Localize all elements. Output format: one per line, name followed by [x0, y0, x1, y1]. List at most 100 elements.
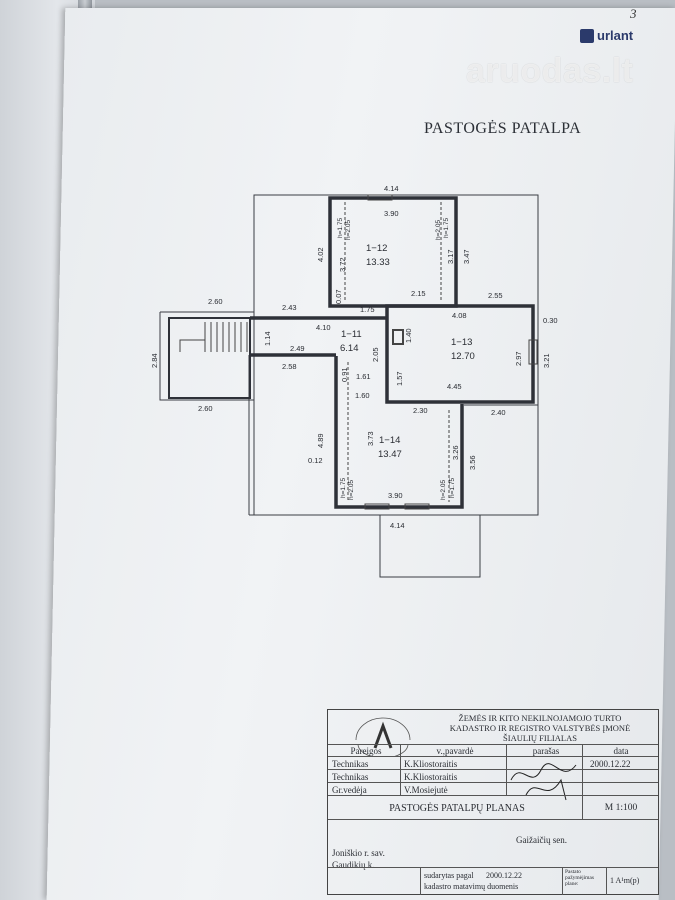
- height-mark: h=1.75: [449, 478, 456, 498]
- dim: 1.40: [404, 328, 413, 343]
- row-date: 2000.12.22: [590, 758, 631, 769]
- dim: 1.61: [356, 372, 371, 381]
- room-1-13-id: 1−13: [451, 337, 472, 348]
- footer-row: sudarytas pagal 2000.12.22 kadastro mata…: [328, 867, 658, 895]
- dim: 1.57: [395, 371, 404, 386]
- dim: 1.75: [360, 305, 375, 314]
- row-name: K.Kliostoraitis: [404, 758, 458, 769]
- org-line-1: ŽEMĖS IR KITO NEKILNOJAMOJO TURTO: [458, 713, 622, 723]
- dim: 3.73: [366, 431, 375, 446]
- height-mark: h=2.05: [435, 220, 442, 240]
- page-number: 3: [630, 6, 637, 21]
- header-signature: parašas: [532, 746, 560, 756]
- signatory-row: Gr.vedėja V.Mosiejutė: [328, 782, 658, 796]
- dim: 0.30: [543, 316, 558, 325]
- room-1-13-area: 12.70: [451, 351, 475, 362]
- header-duties: Pareigos: [350, 746, 382, 756]
- dim: 3.21: [542, 353, 551, 368]
- dim: 2.60: [198, 404, 213, 413]
- watermark: aruodas.lt: [466, 52, 634, 90]
- dim: 2.30: [413, 406, 428, 415]
- registry-seal-icon: [355, 717, 411, 756]
- signature-scribble: [510, 763, 577, 801]
- plan-heading: PASTOGĖS PATALPA: [424, 120, 582, 137]
- brand-logo-text: urlant: [597, 28, 634, 43]
- dim: 4.10: [316, 323, 331, 332]
- header-row: Pareigos v.,pavardė parašas data: [328, 744, 658, 757]
- room-1-13-walls: [385, 304, 535, 404]
- dim: 2.40: [491, 408, 506, 417]
- dim: 2.49: [290, 344, 305, 353]
- org-line-3: ŠIAULIŲ FILIALAS: [503, 733, 577, 743]
- house-icon: [580, 28, 594, 43]
- room-1-14-id: 1−14: [379, 435, 400, 446]
- room-1-14-walls: [334, 356, 464, 509]
- title-block: ŽEMĖS IR KITO NEKILNOJAMOJO TURTO KADAST…: [327, 709, 659, 895]
- dim: 0.07: [334, 289, 343, 304]
- dim: 1.14: [263, 331, 272, 346]
- plan-title: PASTOGĖS PATALPŲ PLANAS: [389, 802, 525, 814]
- dim: 2.84: [150, 353, 159, 368]
- row-name: V.Mosiejutė: [404, 784, 448, 795]
- stairwell-walls: [168, 317, 251, 399]
- dim: 4.89: [316, 433, 325, 448]
- dim: 3.47: [462, 249, 471, 264]
- row-duty: Technikas: [332, 758, 369, 769]
- prepared-label: sudarytas pagal: [424, 871, 474, 880]
- dim: 2.15: [411, 289, 426, 298]
- district: Joniškio r. sav.: [332, 848, 385, 858]
- header-name: v.,pavardė: [436, 746, 474, 756]
- village: Gaudikių k.: [332, 860, 375, 870]
- scale: M 1:100: [604, 803, 638, 813]
- room-1-11-area: 6.14: [340, 343, 359, 354]
- plan-title-row: PASTOGĖS PATALPŲ PLANAS M 1:100: [328, 795, 658, 820]
- dim: 2.55: [488, 291, 503, 300]
- dim: 2.43: [282, 303, 297, 312]
- dim: 4.08: [452, 311, 467, 320]
- height-mark: h=2.05: [348, 480, 355, 500]
- dim: 3.72: [338, 257, 347, 272]
- row-name: K.Kliostoraitis: [404, 771, 458, 782]
- prepared-label-2: kadastro matavimų duomenis: [424, 882, 519, 891]
- row-duty: Technikas: [332, 771, 369, 782]
- room-1-14-area: 13.47: [378, 449, 402, 460]
- row-duty: Gr.vedėja: [332, 784, 367, 795]
- mark-label: Pastato pažymėjimas plane:: [565, 869, 595, 887]
- dim: 2.05: [371, 347, 380, 362]
- dim: 0.12: [308, 456, 323, 465]
- dim: 2.60: [208, 297, 223, 306]
- room-1-12-area: 13.33: [366, 257, 390, 268]
- dim-top-inner: 3.90: [384, 209, 399, 218]
- dim: 1.60: [355, 391, 370, 400]
- dim: 3.56: [468, 455, 477, 470]
- org-line-2: KADASTRO IR REGISTRO VALSTYBĖS ĮMONĖ: [449, 723, 631, 733]
- dim: 2.58: [282, 362, 297, 371]
- dim: 4.45: [447, 382, 462, 391]
- dim-top-outer: 4.14: [384, 184, 399, 193]
- mark-value: 1 A¹m(p): [610, 876, 640, 885]
- height-mark: h=2.05: [345, 220, 352, 240]
- dim: 3.90: [388, 491, 403, 500]
- height-mark: h=1.75: [340, 478, 347, 498]
- balcony-outline: [379, 515, 481, 578]
- height-mark: h=2.05: [440, 480, 447, 500]
- stair-outline: [159, 311, 255, 401]
- signatory-row: Technikas K.Kliostoraitis: [328, 769, 658, 783]
- dim: 4.02: [316, 247, 325, 262]
- prepared-date: 2000.12.22: [486, 871, 522, 880]
- elderate: Gaižaičių sen.: [516, 835, 567, 845]
- header-date: data: [613, 746, 629, 756]
- height-mark: h=1.75: [443, 218, 450, 238]
- dim: 2.97: [514, 351, 523, 366]
- height-mark: h=1.75: [337, 218, 344, 238]
- dim: 3.26: [451, 445, 460, 460]
- location-row: Joniškio r. sav. Gaudikių k. Gaižaičių s…: [328, 819, 658, 870]
- dim: 0.91: [340, 367, 349, 382]
- room-1-12-id: 1−12: [366, 243, 387, 254]
- room-1-11-id: 1−11: [341, 329, 362, 340]
- dim: 4.14: [390, 521, 405, 530]
- signatory-row: Technikas K.Kliostoraitis 2000.12.22: [328, 756, 658, 770]
- brand-logo: urlant: [580, 28, 633, 43]
- dim: 3.17: [446, 249, 455, 264]
